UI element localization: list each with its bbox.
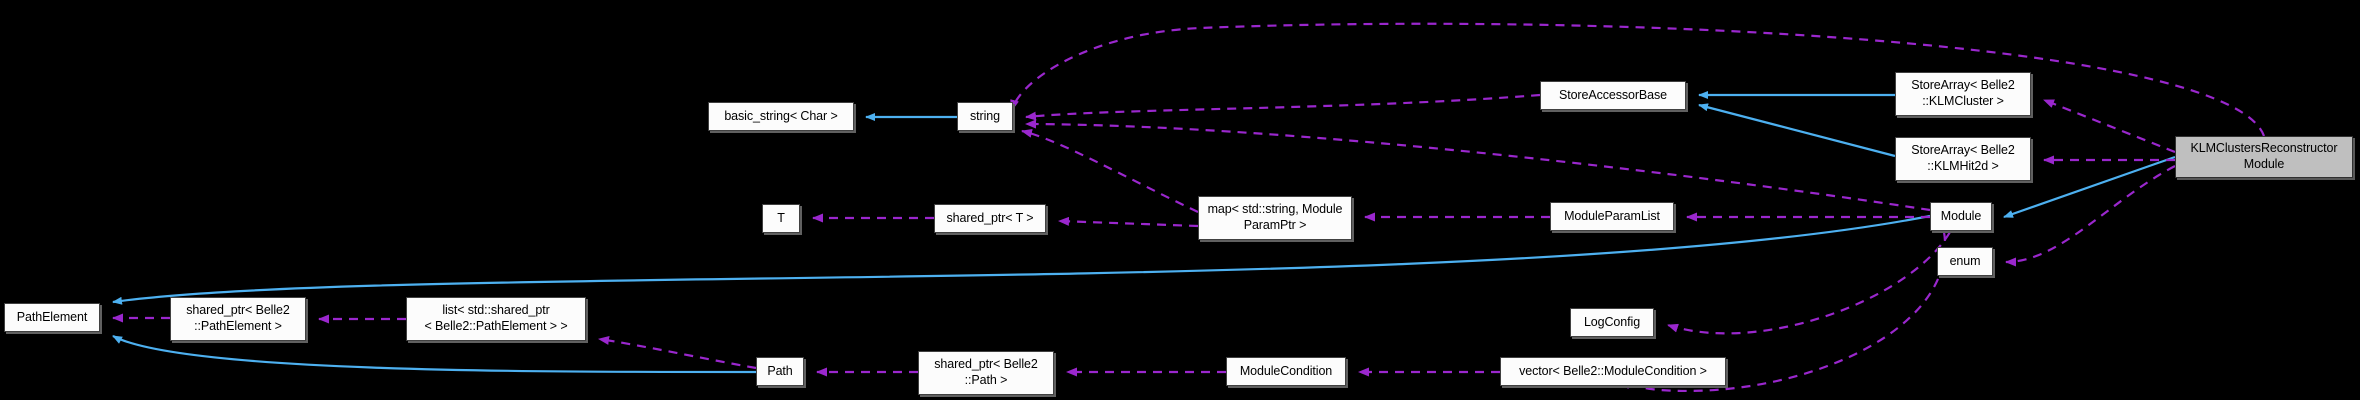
usage-edges xyxy=(112,22,2266,392)
node-shared-ptr-path[interactable]: shared_ptr< Belle2 ::Path > xyxy=(918,351,1054,395)
edge-path-listpathelem xyxy=(598,335,757,370)
edge-storeaccessorbase-string xyxy=(1025,93,1541,121)
node-path[interactable]: Path xyxy=(756,357,804,386)
node-module-condition[interactable]: ModuleCondition xyxy=(1226,357,1346,386)
node-label: StoreAccessorBase xyxy=(1558,87,1668,102)
edge-module-string xyxy=(1025,119,1931,212)
node-enum[interactable]: enum xyxy=(1937,247,1993,276)
node-log-config[interactable]: LogConfig xyxy=(1570,308,1654,337)
node-label: shared_ptr< T > xyxy=(946,210,1034,225)
node-klmclustersreconstructormodule[interactable]: KLMClustersReconstructor Module xyxy=(2175,136,2353,178)
node-label: vector< Belle2::ModuleCondition > xyxy=(1519,363,1707,378)
edge-klmmodule-string xyxy=(1010,22,2266,137)
node-map-string-moduleparamptr[interactable]: map< std::string, Module ParamPtr > xyxy=(1198,196,1352,240)
node-label: KLMClustersReconstructor Module xyxy=(2190,141,2338,171)
edge-module-logconfig xyxy=(1667,231,1951,335)
node-shared-ptr-t[interactable]: shared_ptr< T > xyxy=(934,204,1046,233)
node-label: PathElement xyxy=(16,309,88,324)
node-store-accessor-base[interactable]: StoreAccessorBase xyxy=(1540,81,1686,110)
node-label: T xyxy=(777,210,785,225)
node-label: ModuleParamList xyxy=(1564,208,1660,223)
node-shared-ptr-pathelement[interactable]: shared_ptr< Belle2 ::PathElement > xyxy=(170,297,306,341)
edge-klmmodule-enum xyxy=(2005,165,2176,267)
node-storearray-klmcluster[interactable]: StoreArray< Belle2 ::KLMCluster > xyxy=(1895,72,2031,116)
node-basic-string[interactable]: basic_string< Char > xyxy=(708,102,854,131)
node-module[interactable]: Module xyxy=(1930,202,1992,231)
node-label: StoreArray< Belle2 ::KLMHit2d > xyxy=(1911,143,2015,173)
node-label: basic_string< Char > xyxy=(724,108,838,123)
node-label: shared_ptr< Belle2 ::Path > xyxy=(934,357,1038,387)
node-storearray-klmhit2d[interactable]: StoreArray< Belle2 ::KLMHit2d > xyxy=(1895,137,2031,181)
node-label: LogConfig xyxy=(1583,314,1641,329)
node-label: Path xyxy=(767,363,793,378)
node-list-shared-ptr-pathelement[interactable]: list< std::shared_ptr < Belle2::PathElem… xyxy=(406,297,586,341)
edge-map-sharedptrt xyxy=(1058,216,1199,228)
node-label: string xyxy=(970,108,1000,123)
edge-klmmodule-storearray-klmcluster xyxy=(2043,98,2176,154)
edge-path-pathelement xyxy=(112,335,757,374)
node-label: Module xyxy=(1940,208,1982,223)
node-label: map< std::string, Module ParamPtr > xyxy=(1207,202,1343,232)
node-label: ModuleCondition xyxy=(1239,363,1333,378)
node-t[interactable]: T xyxy=(762,204,800,233)
node-label: list< std::shared_ptr < Belle2::PathElem… xyxy=(424,303,568,333)
edge-klmmodule-module xyxy=(2003,155,2176,219)
edge-storearray-klmhit2d-base xyxy=(1698,103,1896,158)
inheritance-edges xyxy=(112,91,2176,374)
node-path-element[interactable]: PathElement xyxy=(4,303,100,332)
node-label: shared_ptr< Belle2 ::PathElement > xyxy=(186,303,290,333)
node-label: enum xyxy=(1949,253,1981,268)
edge-map-string xyxy=(1021,128,1199,213)
node-string[interactable]: string xyxy=(957,102,1013,131)
node-vector-modulecondition[interactable]: vector< Belle2::ModuleCondition > xyxy=(1500,357,1726,386)
node-module-param-list[interactable]: ModuleParamList xyxy=(1550,202,1674,231)
node-label: StoreArray< Belle2 ::KLMCluster > xyxy=(1911,78,2015,108)
edge-module-pathelement xyxy=(112,214,1931,305)
